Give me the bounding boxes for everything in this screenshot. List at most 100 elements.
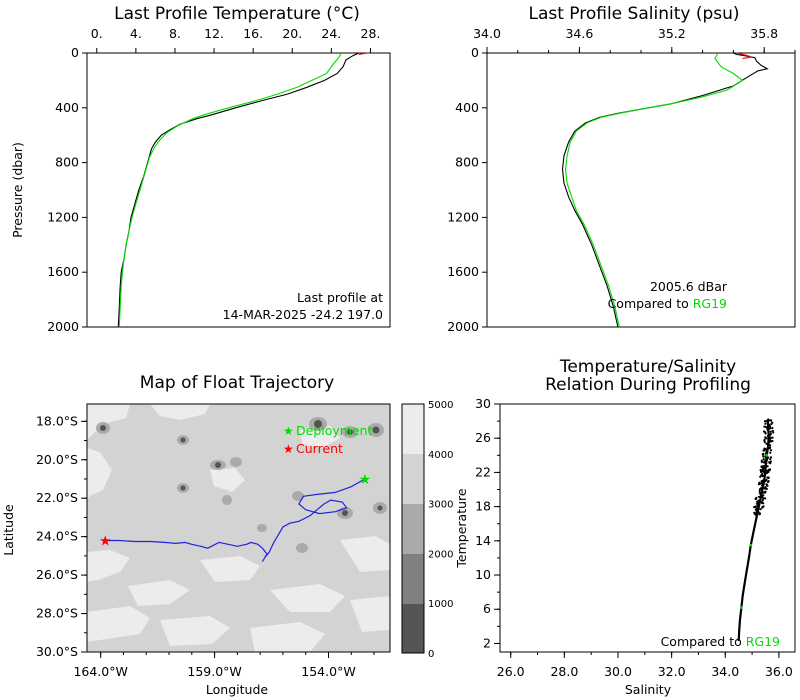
legend-current-label: Current — [296, 441, 343, 456]
temperature-series-line-1 — [118, 52, 342, 328]
trajectory-map-panel: Map of Float Trajectory — [1, 373, 453, 697]
ts-scatter-point — [764, 465, 768, 468]
ts-scatter-point — [768, 443, 771, 446]
ts-scatter-point — [762, 430, 766, 433]
temperature-axis-tick-label: 10 — [475, 567, 491, 582]
ts-scatter-point — [758, 489, 761, 492]
ts-scatter-point — [765, 426, 768, 429]
ts-scatter-point — [761, 490, 764, 493]
ts-scatter-point — [766, 457, 769, 460]
longitude-tick-label: 164.0°W — [73, 664, 127, 679]
longitude-tick-label: 159.0°W — [187, 664, 241, 679]
ts-scatter-point — [769, 419, 772, 422]
ts-scatter-point — [771, 426, 774, 430]
salinity-y-tick-label: 1200 — [447, 209, 479, 224]
ts-scatter-point — [765, 437, 768, 440]
ts-scatter-point — [763, 438, 766, 441]
ts-scatter-point — [763, 449, 766, 452]
ts-scatter-point — [769, 449, 773, 452]
deployment-star-icon: ★ — [283, 424, 294, 438]
salinity-y-tick-label: 800 — [455, 155, 479, 170]
ts-profile-curve — [737, 419, 770, 641]
ts-scatter-point — [763, 425, 766, 428]
temperature-x-tick-label: 8. — [169, 26, 181, 41]
latitude-tick-label: 18.0°S — [36, 413, 78, 428]
ts-scatter-point — [754, 508, 758, 511]
seamount-peaks — [100, 420, 383, 516]
compared-prefix: Compared to — [608, 296, 693, 311]
latitude-tick-label: 30.0°S — [36, 644, 78, 659]
trajectory-overlay: ★★ — [99, 472, 371, 562]
colorbar-tick-label: 2000 — [428, 549, 453, 560]
ts-scatter-point — [758, 491, 761, 494]
ts-scatter-point — [769, 437, 772, 440]
ts-scatter-point — [760, 486, 763, 490]
salinity-x-tick-label: 34.0 — [473, 26, 501, 41]
temperature-axis-tick-label: 6 — [483, 601, 491, 616]
salinity-axis-tick-label: 32.0 — [658, 664, 686, 679]
salinity-y-tick-label: 2000 — [447, 319, 479, 334]
ts-scatter-point — [766, 465, 769, 468]
last-profile-note-line1: Last profile at — [297, 290, 383, 305]
salinity-axis-label: Salinity — [625, 682, 672, 697]
float-trajectory-line — [105, 478, 366, 562]
ts-scatter-point — [762, 466, 765, 469]
depth-note: 2005.6 dBar — [650, 279, 728, 294]
temperature-y-tick-label: 400 — [55, 100, 79, 115]
ts-scatter-point — [759, 508, 762, 511]
ts-reference-point — [749, 543, 753, 547]
ts-title-line2: Relation During Profiling — [545, 375, 751, 395]
ts-compared-prefix: Compared to — [661, 634, 746, 649]
ts-scatter-point — [767, 480, 770, 483]
ts-scatter-point — [769, 458, 772, 461]
temperature-x-tick-label: 0. — [91, 26, 103, 41]
ts-scatter-point — [767, 468, 770, 471]
current-position-marker-icon: ★ — [99, 533, 112, 549]
salinity-axis-tick-label: 28.0 — [550, 664, 578, 679]
colorbar-frame — [401, 403, 425, 654]
latitude-ticks: 18.0°S20.0°S22.0°S24.0°S26.0°S28.0°S30.0… — [36, 413, 87, 659]
temperature-series-line-2 — [358, 52, 369, 56]
current-star-icon: ★ — [283, 442, 294, 456]
latitude-axis-label: Latitude — [1, 504, 16, 556]
ts-scatter-point — [766, 476, 769, 479]
ts-scatter-point — [772, 431, 775, 434]
ts-scatter-point — [762, 494, 765, 497]
salinity-x-tick-label: 35.2 — [658, 26, 686, 41]
ts-diagram-panel: Temperature/Salinity Relation During Pro… — [454, 357, 796, 697]
temperature-plot-frame — [86, 52, 391, 328]
ts-scatter-point — [762, 486, 765, 490]
temperature-y-tick-label: 1600 — [47, 264, 79, 279]
ts-scatter-point — [768, 447, 771, 450]
latitude-tick-label: 22.0°S — [36, 490, 78, 505]
ts-scatter-point — [759, 482, 762, 485]
colorbar-band-2000-3000 — [402, 504, 424, 554]
salinity-axis-tick-label: 30.0 — [604, 664, 632, 679]
ts-scatter-point — [765, 471, 769, 475]
salinity-series-line-0 — [561, 52, 769, 328]
ts-compared-note: Compared to RG19 — [661, 634, 780, 649]
temperature-x-tick-label: 28. — [361, 26, 381, 41]
temperature-y-tick-label: 0 — [71, 45, 79, 60]
temperature-y-tick-label: 800 — [55, 155, 79, 170]
ts-scatter-point — [762, 497, 765, 500]
temperature-axis-tick-label: 14 — [475, 533, 491, 548]
colorbar-tick-label: 5000 — [428, 400, 453, 411]
ts-scatter-point — [762, 455, 765, 458]
temperature-x-tick-label: 16. — [243, 26, 263, 41]
ts-scatter-point — [765, 449, 768, 453]
ts-plot-frame — [499, 403, 796, 653]
latitude-tick-label: 20.0°S — [36, 452, 78, 467]
latitude-tick-label: 24.0°S — [36, 529, 78, 544]
temperature-x-tick-label: 4. — [130, 26, 142, 41]
salinity-axis-tick-label: 36.0 — [765, 664, 793, 679]
temperature-axis-tick-label: 2 — [483, 635, 491, 650]
legend-deployment-label: Deployment — [296, 423, 373, 438]
ts-scatter-point — [754, 497, 757, 500]
ts-scatter-point — [762, 458, 765, 461]
